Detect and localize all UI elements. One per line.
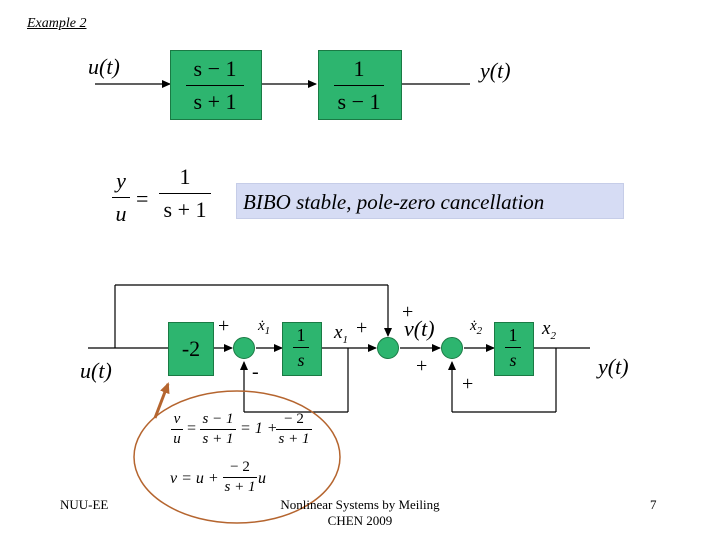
footer-left: NUU-EE [60,497,109,512]
integrator-2 [494,322,534,376]
eq1-rest: = 1 + [240,420,278,437]
v-label: v(t) [404,316,435,341]
summer-3 [441,337,463,359]
summer-1-top-sign: + [218,315,230,337]
eq1-end: − 2 s + 1 [274,412,314,447]
x2-label: x2 [542,318,556,342]
footer-center-line2: CHEN 2009 [327,513,393,528]
tf-lhs-num: y [116,168,126,193]
eq2-den: s + 1 [224,479,256,495]
x2-dot-label: ẋ2 [470,318,483,337]
x1-dot-label: ẋ1 [258,318,271,337]
top-block-1-den: s + 1 [193,89,237,114]
tf-rhs-num: 1 [179,164,191,189]
eq1-mid-den: s + 1 [202,431,234,447]
integrator-1 [282,322,322,376]
top-block-2-num: 1 [353,56,365,81]
x1-dot-sub: 1 [264,325,271,337]
footer-center: Nonlinear Systems by Meiling CHEN 2009 [270,497,450,529]
top-block-2-den: s − 1 [337,89,381,114]
integrator-1-den: s [297,350,305,370]
summer-3-bottom-sign: + [462,373,474,395]
eq1-lhs: v u [170,412,184,447]
summer-2-bottom-sign: + [416,355,428,377]
eq1-mid: s − 1 s + 1 [198,412,238,447]
x1-label: x1 [334,322,348,346]
bibo-note: BIBO stable, pole-zero cancellation [236,183,624,219]
gain-value: -2 [181,336,201,361]
highlight-arrow [153,382,170,419]
x2-dot-sub: 2 [476,325,483,337]
x1-var: x [334,322,343,343]
highlight-ellipse [133,390,341,524]
tf-equals: = [136,186,149,211]
eq1-lhs-den: u [173,431,181,447]
x2-sub: 2 [550,329,556,342]
example-title: Example 2 [27,16,87,31]
eq2-frac: − 2 s + 1 [222,460,258,495]
top-block-1-fraction: s − 1 s + 1 [170,58,260,113]
eq2-end: u [258,470,266,487]
eq1-end-den: s + 1 [278,431,310,447]
eq1-eq-1: = [186,420,197,437]
summer-2-top-sign: + [402,301,414,323]
summer-2-left-sign: + [356,317,368,339]
integrator-1-num: 1 [296,325,306,345]
x1-sub: 1 [342,333,348,346]
bottom-output-label: y(t) [598,354,629,379]
integrator-2-fraction: 1 s [494,326,532,369]
x2-var: x [542,318,551,339]
top-input-label: u(t) [88,54,120,79]
tf-rhs: 1 s + 1 [156,166,214,221]
gain-block: -2 [168,322,214,376]
tf-rhs-den: s + 1 [163,197,207,222]
top-block-1-num: s − 1 [193,56,237,81]
summer-2 [377,337,399,359]
footer-center-line1: Nonlinear Systems by Meiling [280,497,440,512]
integrator-2-num: 1 [508,325,518,345]
eq2-num: − 2 [230,459,250,475]
top-block-2-fraction: 1 s − 1 [318,58,400,113]
eq1-mid-num: s − 1 [202,411,234,427]
eq2-start: v = u + [170,470,219,487]
tf-lhs: y u [110,170,132,225]
tf-lhs-den: u [115,201,127,226]
top-output-label: y(t) [480,58,511,83]
eq1-lhs-num: v [173,411,181,427]
integrator-1-fraction: 1 s [282,326,320,369]
page-number: 7 [650,497,657,512]
summer-1-bottom-sign: - [252,361,259,383]
summer-1 [233,337,255,359]
bottom-input-label: u(t) [80,358,112,383]
integrator-2-den: s [509,350,517,370]
eq1-end-num: − 2 [284,411,304,427]
